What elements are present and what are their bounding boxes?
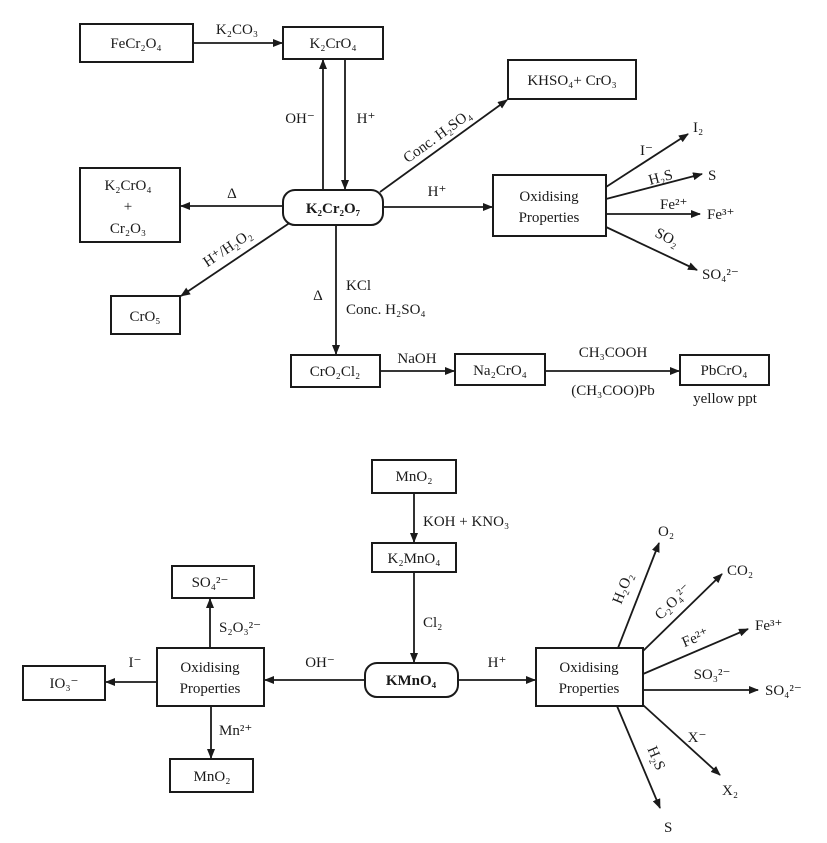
edge-label-h2s: H₂S — [647, 167, 675, 189]
arrow-conc-h2so4 — [379, 99, 508, 193]
edge-label-h: H⁺ — [488, 655, 507, 671]
node-cro2cl2: CrO₂Cl₂ — [290, 354, 381, 388]
arrow-to-o2 — [617, 542, 660, 649]
node-label: CrO₂Cl₂ — [310, 364, 360, 380]
node-k2cro4: K₂CrO₄ — [282, 26, 384, 60]
edge-label-k2co3: K₂CO₃ — [216, 22, 258, 38]
arrow-to-s — [605, 172, 703, 200]
edge-label-oh: OH⁻ — [305, 655, 335, 671]
product-so4: SO₄²⁻ — [765, 683, 802, 699]
edge-label-s2o3: S₂O₃²⁻ — [219, 620, 261, 636]
node-label: + — [124, 199, 132, 215]
node-label: MnO₂ — [194, 769, 231, 785]
node-label: Properties — [180, 681, 241, 697]
node-label: CrO₅ — [129, 309, 160, 325]
edge-label-iodide: I⁻ — [129, 655, 142, 671]
node-cro5: CrO₅ — [110, 295, 181, 335]
node-k2cro4-cr2o3: K₂CrO₄ + Cr₂O₃ — [79, 167, 181, 243]
edge-label-so3: SO₃²⁻ — [694, 667, 731, 683]
node-oxidising-left: Oxidising Properties — [156, 647, 265, 707]
dichromate-diagram: FeCr₂O₄ K₂CrO₄ K₂Cr₂O₇ KHSO₄+ CrO₃ Oxidi… — [79, 22, 770, 407]
edge-label-c2o4: C₂O₄²⁻ — [652, 581, 694, 623]
node-label: Properties — [519, 210, 580, 226]
product-fe3: Fe³⁺ — [707, 207, 734, 223]
product-i2: I₂ — [693, 120, 703, 136]
product-s: S — [708, 168, 716, 184]
edge-label-kcl: KCl — [346, 278, 371, 294]
node-mno2-bottom: MnO₂ — [169, 758, 254, 793]
node-label: SO₄²⁻ — [192, 575, 229, 591]
node-label: KHSO₄+ CrO₃ — [527, 73, 616, 89]
node-label: Na₂CrO₄ — [473, 363, 527, 379]
node-so4: SO₄²⁻ — [171, 565, 255, 599]
arrow-to-so4 — [605, 226, 698, 271]
node-label: IO₃⁻ — [50, 676, 79, 692]
node-oxidising-properties: Oxidising Properties — [492, 174, 607, 237]
edge-label-heat: Δ — [227, 186, 237, 202]
node-label: KMnO₄ — [386, 673, 437, 689]
arrow-h-h2o2 — [180, 221, 292, 297]
arrow-to-co2 — [642, 573, 723, 652]
arrow-to-fe3 — [642, 628, 749, 675]
node-label: Oxidising — [519, 189, 579, 205]
node-label: K₂MnO₄ — [388, 551, 441, 567]
product-so4: SO₄²⁻ — [702, 267, 739, 283]
node-k2mno4: K₂MnO₄ — [371, 542, 457, 573]
edge-label-cl2: Cl₂ — [423, 615, 442, 631]
node-k2cr2o7: K₂Cr₂O₇ — [282, 189, 384, 226]
edge-label-conc-h2so4: Conc. H₂SO₄ — [401, 107, 475, 167]
edge-label-oh: OH⁻ — [285, 111, 315, 127]
node-label: MnO₂ — [396, 469, 433, 485]
permanganate-diagram: MnO₂ K₂MnO₄ KMnO₄ Oxidising Properties S… — [22, 459, 802, 836]
node-oxidising-right: Oxidising Properties — [535, 647, 644, 707]
arrow-to-x2 — [642, 704, 721, 776]
edge-label-mn2: Mn²⁺ — [219, 723, 252, 739]
product-s: S — [664, 820, 672, 836]
edge-label-heat-down: Δ — [313, 288, 323, 304]
node-pbcro4: PbCrO₄ — [679, 354, 770, 386]
node-khso4-cro3: KHSO₄+ CrO₃ — [507, 59, 637, 100]
edge-label-ch3cooh: CH₃COOH — [579, 345, 648, 361]
node-io3: IO₃⁻ — [22, 665, 106, 701]
node-label: K₂Cr₂O₇ — [306, 201, 361, 217]
arrow-to-i2 — [605, 133, 689, 188]
edge-label-h: H⁺ — [357, 111, 376, 127]
node-label: FeCr₂O₄ — [110, 36, 161, 52]
node-label: Cr₂O₃ — [110, 221, 146, 237]
node-na2cro4: Na₂CrO₄ — [454, 353, 546, 386]
product-o2: O₂ — [658, 524, 674, 540]
node-label: Oxidising — [559, 660, 619, 676]
edge-label-koh-kno3: KOH + KNO₃ — [423, 514, 509, 530]
edge-label-naoh: NaOH — [397, 351, 436, 367]
edge-label-conc-h2so4-2: Conc. H₂SO₄ — [346, 302, 426, 318]
node-label: Properties — [559, 681, 620, 697]
node-label: K₂CrO₄ — [104, 178, 151, 194]
node-fecr2o4: FeCr₂O₄ — [79, 23, 194, 63]
edge-label-fe2: Fe²⁺ — [660, 197, 687, 213]
edge-label-so2: SO₂ — [652, 225, 681, 250]
arrow-to-s — [616, 705, 661, 809]
product-co2: CO₂ — [727, 563, 753, 579]
node-kmno4: KMnO₄ — [364, 662, 459, 698]
edge-label-iodide: I⁻ — [640, 143, 653, 159]
edge-label-h2o2: H₂O₂ — [610, 571, 637, 607]
product-fe3: Fe³⁺ — [755, 618, 782, 634]
edge-label-halide: X⁻ — [688, 730, 707, 746]
edge-label-lead-acetate: (CH₃COO)Pb — [571, 383, 655, 399]
node-label: PbCrO₄ — [701, 363, 748, 379]
yellow-ppt-note: yellow ppt — [693, 391, 758, 407]
node-mno2-top: MnO₂ — [371, 459, 457, 494]
node-label: K₂CrO₄ — [309, 36, 356, 52]
node-label: Oxidising — [180, 660, 240, 676]
edge-label-h-right: H⁺ — [428, 184, 447, 200]
edge-label-h2s: H₂S — [644, 744, 668, 773]
product-x2: X₂ — [722, 783, 738, 799]
